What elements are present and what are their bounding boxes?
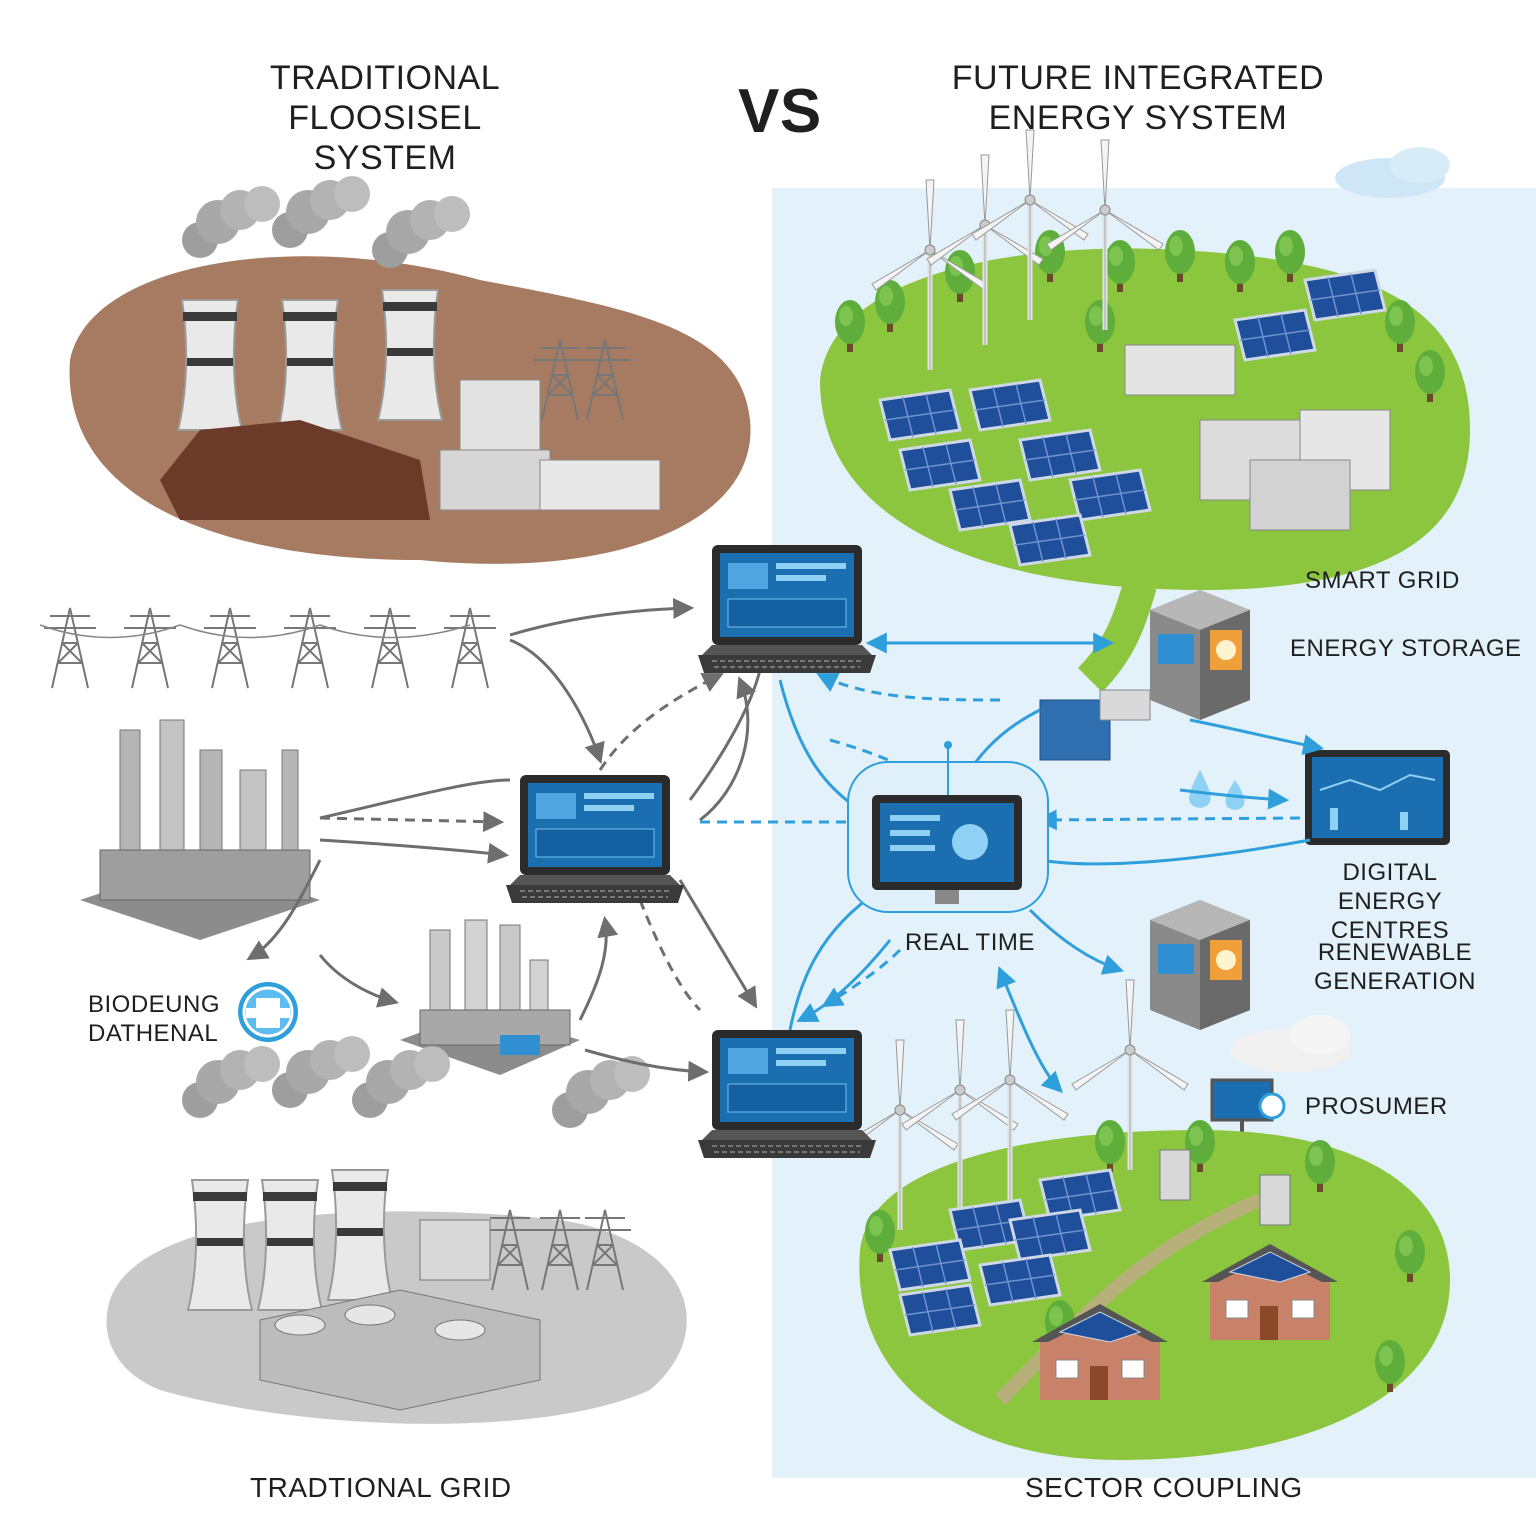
smart-grid-island [820, 130, 1470, 693]
storage-unit-icon [1150, 590, 1250, 720]
label-sector-coupling: SECTOR COUPLING [1025, 1472, 1303, 1503]
label-renewable-generation: RENEWABLE GENERATION [1314, 939, 1476, 995]
cooling-tower-icon [257, 1179, 323, 1311]
cooling-tower-icon [277, 299, 343, 431]
label-real-time: REAL TIME [905, 929, 1035, 956]
pylon-icon [203, 607, 257, 689]
label-biodeung-dathenal: BIODEUNG DATHENAL [88, 991, 221, 1047]
monitor-icon [1305, 750, 1450, 845]
laptop-icon [697, 1029, 877, 1159]
title-traditional: TRADITIONAL FLOOSISEL SYSTEM [269, 59, 501, 177]
pylon-icon [363, 607, 417, 689]
smoke-cloud-icon [552, 1056, 650, 1128]
label-traditional-grid: TRADTIONAL GRID [250, 1472, 512, 1503]
cooling-tower-icon [327, 1169, 393, 1301]
smoke-cloud-icon [182, 1046, 280, 1118]
cloud-icon [1335, 147, 1450, 198]
grey-power-station [106, 1036, 687, 1424]
title-future: FUTURE INTEGRATED ENERGY SYSTEM [951, 59, 1325, 137]
transmission-pylons [39, 607, 497, 689]
refinery-icon [400, 919, 580, 1075]
cooling-tower-icon [177, 299, 243, 431]
label-prosumer: PROSUMER [1305, 1093, 1448, 1120]
pylon-icon [123, 607, 177, 689]
fossil-power-station [69, 176, 751, 564]
smoke-cloud-icon [182, 186, 280, 258]
laptop-icon [697, 544, 877, 674]
traditional-links [246, 597, 762, 1082]
laptop-icon [505, 774, 685, 904]
pylon-icon [43, 607, 97, 689]
label-energy-storage: ENERGY STORAGE [1290, 635, 1522, 662]
pylon-icon [443, 607, 497, 689]
storage-unit-icon [1150, 900, 1250, 1030]
battery-units [1039, 689, 1151, 761]
label-smart-grid: SMART GRID [1305, 567, 1460, 594]
smoke-cloud-icon [372, 196, 470, 268]
cooling-tower-icon [377, 289, 443, 421]
coal-pile-icon [160, 420, 430, 520]
cloud-icon [1230, 1015, 1350, 1072]
vs-label: VS [738, 77, 822, 146]
biodeung-icon [238, 982, 298, 1042]
real-time-hub [847, 741, 1049, 913]
pylon-icon [283, 607, 337, 689]
cooling-tower-icon [187, 1179, 253, 1311]
refinery-icon [80, 719, 320, 940]
sector-coupling-island [842, 980, 1450, 1460]
smoke-cloud-icon [272, 176, 370, 248]
label-digital-energy-centres: DIGITAL ENERGY CENTRES [1330, 859, 1450, 944]
